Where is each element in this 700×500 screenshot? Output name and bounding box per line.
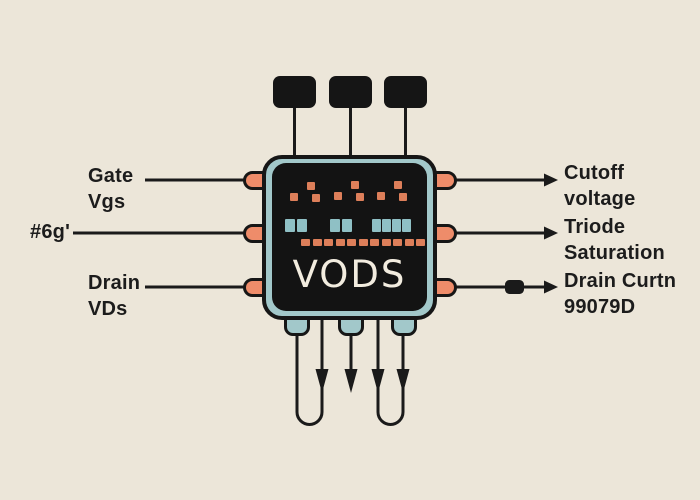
arrowhead-right-2 xyxy=(544,226,558,240)
arrowhead-down-2 xyxy=(344,369,358,393)
label-gate-vgs: Gate Vgs xyxy=(88,163,133,215)
bottom-loop-left xyxy=(295,318,324,426)
label-drain-line2: VDs xyxy=(88,298,128,320)
pixel-teal-dot xyxy=(285,219,295,232)
arrowhead-down-3 xyxy=(371,369,385,393)
label-drain-vds: Drain VDs xyxy=(88,270,140,322)
pixel-dash xyxy=(324,239,333,246)
inline-component xyxy=(505,280,524,294)
pixel-dash xyxy=(301,239,310,246)
pixel-teal-dot xyxy=(382,219,391,232)
pixel-cluster-dot xyxy=(399,193,407,201)
pixel-dash xyxy=(358,239,368,246)
pixel-teal-dot xyxy=(402,219,411,232)
pixel-cluster-dot xyxy=(312,194,320,202)
label-6g-line1: #6g' xyxy=(30,221,71,243)
pixel-cluster-dot xyxy=(394,181,402,189)
label-cutoff-voltage: Cutoff voltage xyxy=(564,160,635,212)
pixel-dash xyxy=(312,239,322,246)
pixel-dash xyxy=(347,239,356,246)
pixel-cluster-dot xyxy=(377,192,385,200)
bottom-loop-right xyxy=(376,318,405,426)
arrowhead-right-3 xyxy=(544,280,558,294)
pixel-teal-dot xyxy=(342,219,352,232)
pixel-teal-dot xyxy=(372,219,381,232)
label-drain-current: Drain Curtn 99079D xyxy=(564,268,676,320)
label-triode-saturation: Triode Saturation xyxy=(564,214,665,266)
top-terminal-3 xyxy=(384,76,427,108)
label-cutoff-line2: voltage xyxy=(564,188,636,210)
pixel-teal-dot xyxy=(392,219,401,232)
pixel-cluster-dot xyxy=(307,182,315,190)
pixel-cluster-dot xyxy=(356,193,364,201)
pixel-dash xyxy=(370,239,379,246)
arrowhead-down-4 xyxy=(396,369,410,393)
pixel-dash xyxy=(335,239,345,246)
arrowhead-down-1 xyxy=(315,369,329,393)
pixel-dash xyxy=(393,239,402,246)
chip-screen: VODS xyxy=(272,163,427,311)
pixel-dash xyxy=(404,239,414,246)
pixel-cluster-dot xyxy=(290,193,298,201)
top-terminal-2 xyxy=(329,76,372,108)
pixel-teal-dot xyxy=(330,219,340,232)
label-drain-line1: Drain xyxy=(88,272,141,294)
chip-body: VODS xyxy=(262,155,437,320)
pixel-teal-dot xyxy=(297,219,307,232)
pixel-cluster-dot xyxy=(351,181,359,189)
label-cutoff-line1: Cutoff xyxy=(564,162,625,184)
top-terminal-1 xyxy=(273,76,316,108)
label-gate-line2: Vgs xyxy=(88,191,126,213)
pixel-dash xyxy=(381,239,391,246)
label-draincur-line1: Drain Curtn xyxy=(564,270,677,292)
arrowhead-right-1 xyxy=(544,173,558,187)
chip-label: VODS xyxy=(292,253,407,296)
pixel-dash xyxy=(416,239,425,246)
pixel-cluster-dot xyxy=(334,192,342,200)
label-6g: #6g' xyxy=(30,219,70,245)
label-gate-line1: Gate xyxy=(88,165,134,187)
label-draincur-line2: 99079D xyxy=(564,296,636,318)
label-triode-line1: Triode xyxy=(564,216,626,238)
label-triode-line2: Saturation xyxy=(564,242,665,264)
